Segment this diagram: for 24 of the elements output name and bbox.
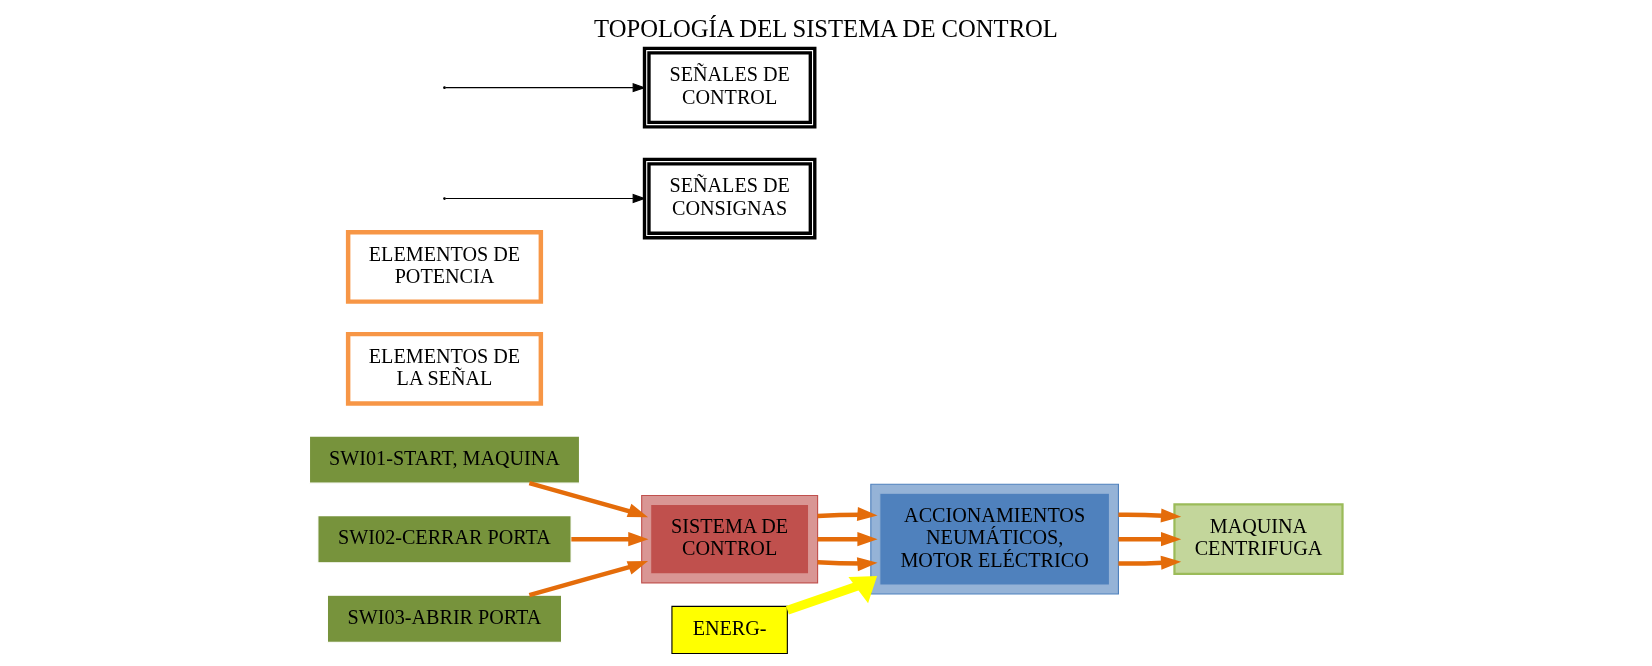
- node-box: SISTEMA DE CONTROL: [650, 503, 810, 575]
- node-box: SEÑALES DE CONSIGNAS: [642, 157, 817, 240]
- node-box: ENERG-: [671, 605, 788, 654]
- diagram-title: TOPOLOGÍA DEL SISTEMA DE CONTROL: [594, 14, 1058, 42]
- node-box: SEÑALES DE CONTROL: [642, 46, 817, 129]
- arrow: [1118, 508, 1182, 523]
- node-box: MAQUINA CENTRIFUGA: [1173, 503, 1344, 575]
- arrow: [786, 576, 878, 615]
- cluster: [641, 494, 819, 584]
- arrow: [817, 532, 878, 547]
- arrow: [1118, 555, 1182, 570]
- arrow: [817, 506, 878, 522]
- arrow: [1118, 532, 1182, 547]
- cluster: [870, 483, 1119, 595]
- arrow: [817, 557, 878, 572]
- node-box: ELEMENTOS DE POTENCIA: [345, 229, 544, 304]
- arrow: [528, 481, 649, 518]
- arrow: [571, 532, 649, 547]
- node-box: SWI03-ABRIR PORTA: [326, 594, 563, 643]
- node-box: ELEMENTOS DE LA SEÑAL: [345, 331, 544, 406]
- node-box: SWI01-START, MAQUINA: [308, 435, 581, 484]
- arrow: [528, 561, 649, 598]
- node-box: ACCIONAMIENTOS NEUMÁTICOS, MOTOR ELÉCTRICO: [879, 492, 1111, 586]
- node-box: SWI02-CERRAR PORTA: [317, 515, 572, 564]
